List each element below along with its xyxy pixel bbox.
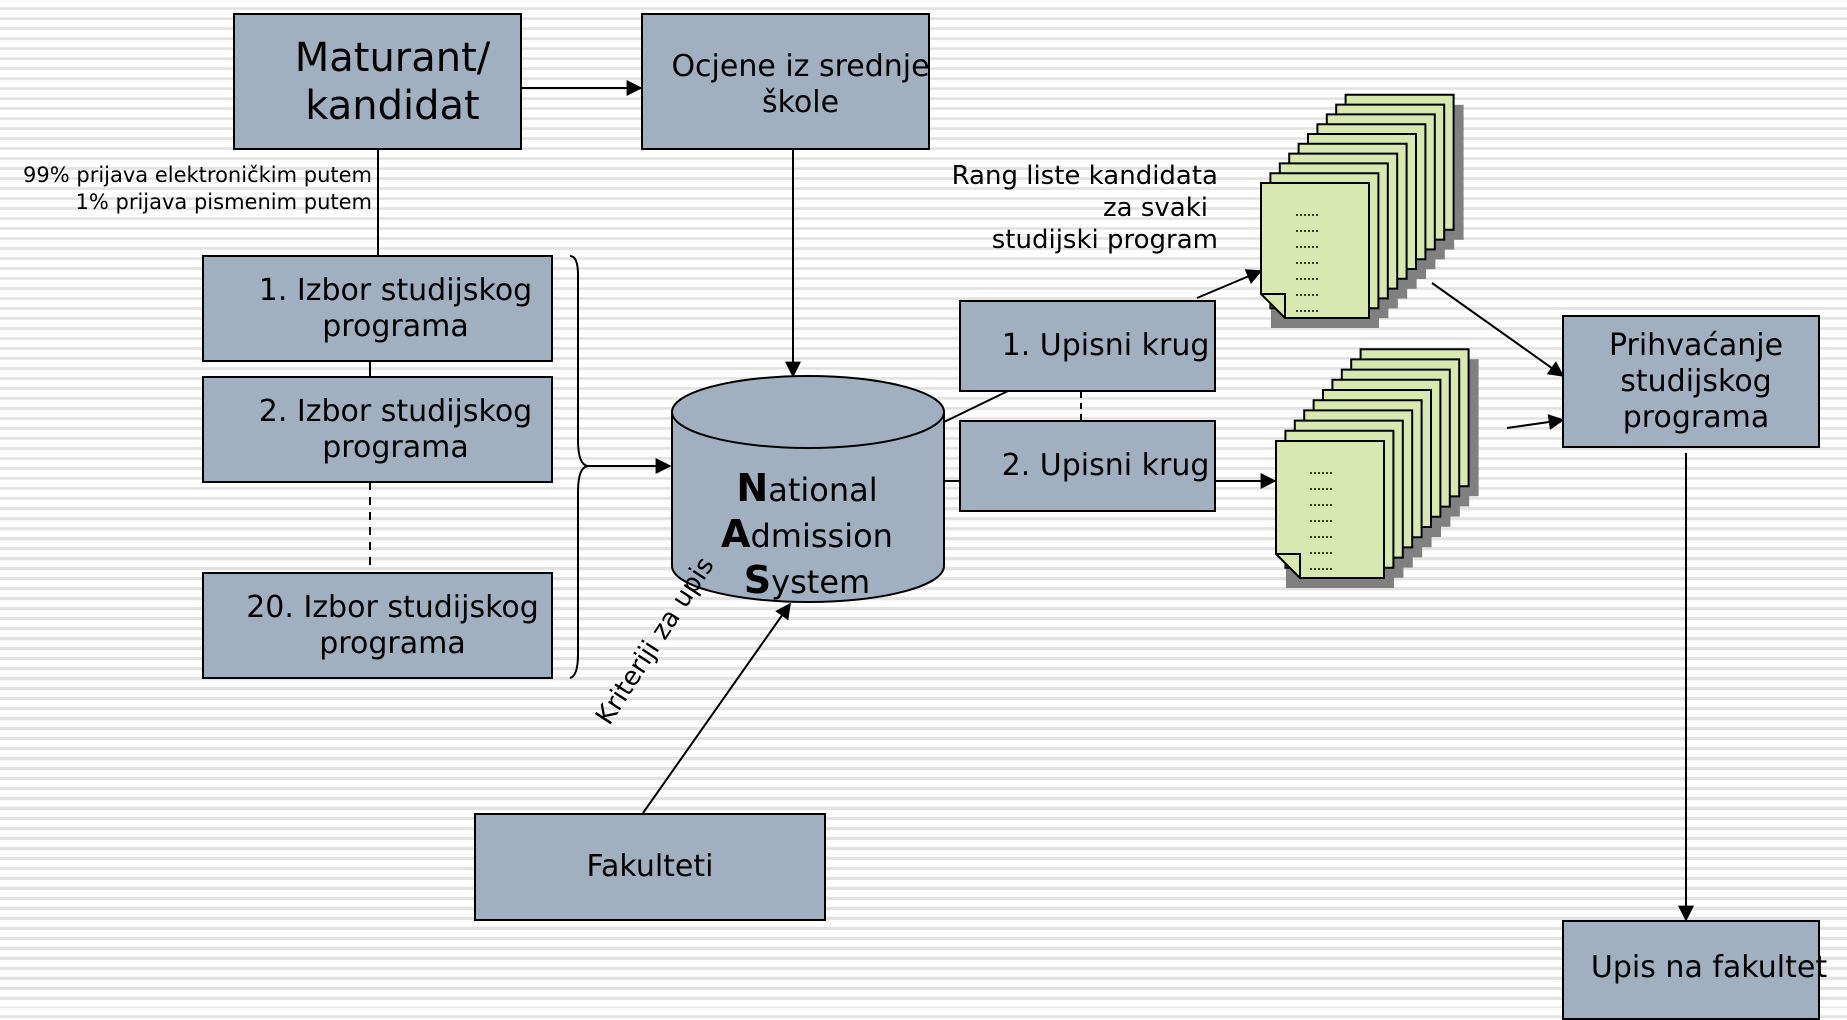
ranking-documents-stack-round-2 <box>1275 348 1479 588</box>
arrow-docs-to-prihvacanje-1 <box>1431 282 1565 377</box>
prihvacanje-box: Prihvaćanje studijskog programa <box>1562 315 1820 448</box>
brace <box>569 255 589 679</box>
document-front-page <box>1275 440 1385 579</box>
connectors <box>369 80 1694 922</box>
rang-liste-line3: studijski program <box>991 225 1218 255</box>
izbor-20-line1: 20. Izbor studijskog <box>246 589 539 625</box>
ranking-documents-stack-round-1 <box>1260 93 1464 328</box>
upisni-krug-1-box: 1. Upisni krug <box>959 300 1216 392</box>
ocjene-box: Ocjene iz srednje škole <box>641 13 930 150</box>
document-front-page <box>1260 182 1370 319</box>
izbor-20-line2: programa <box>319 625 466 661</box>
upis-na-fakultet-box: Upis na fakultet <box>1562 920 1827 1020</box>
prijava-elektronicki: 99% prijava elektroničkim putem <box>23 163 372 187</box>
maturant-line1: Maturant/ <box>294 34 491 81</box>
ocjene-line1: Ocjene iz srednje <box>671 49 930 84</box>
izbor-2-box: 2. Izbor studijskog programa <box>202 376 553 483</box>
izbor-2-line2: programa <box>322 429 469 465</box>
nas-initial-n: N <box>736 466 769 510</box>
rang-liste-line1: Rang liste kandidata <box>951 161 1218 191</box>
nas-rest-3: ystem <box>771 563 871 601</box>
izbor-2-line1: 2. Izbor studijskog <box>258 393 533 429</box>
rang-liste-label: Rang liste kandidata za svaki studijski … <box>900 160 1218 256</box>
prijava-percentages: 99% prijava elektroničkim putem 1% prija… <box>4 162 372 216</box>
maturant-line2: kandidat <box>305 82 480 129</box>
prijava-pismeni: 1% prijava pismenim putem <box>75 190 372 214</box>
nas-rest-1: ational <box>768 471 878 509</box>
rang-liste-line2: za svaki <box>1103 193 1208 223</box>
upisni-krug-2-label: 2. Upisni krug <box>1001 448 1210 483</box>
fakulteti-box: Fakulteti <box>474 813 826 921</box>
arrow-upisni1-to-docs <box>1196 269 1263 299</box>
nas-initial-s: S <box>743 558 772 602</box>
document-fold <box>1276 553 1301 578</box>
maturant-kandidat-box: Maturant/ kandidat <box>233 13 522 150</box>
arrow-docs-to-prihvacanje-2 <box>1506 414 1565 430</box>
izbor-1-box: 1. Izbor studijskog programa <box>202 255 553 362</box>
izbor-1-line1: 1. Izbor studijskog <box>258 272 533 308</box>
upisni-krug-2-box: 2. Upisni krug <box>959 420 1216 512</box>
upis-na-fakultet-label: Upis na fakultet <box>1590 950 1828 985</box>
fakulteti-label: Fakulteti <box>586 849 714 884</box>
line-nas-to-upisni1 <box>943 390 1009 423</box>
izbor-1-line2: programa <box>322 308 469 344</box>
arrow-fakulteti-to-nas <box>642 602 791 814</box>
nas-rest-2: dmission <box>750 517 893 555</box>
upisni-krug-1-label: 1. Upisni krug <box>1001 328 1210 363</box>
prihvacanje-line2: studijskog <box>1620 363 1772 399</box>
prihvacanje-line3: programa <box>1622 399 1770 435</box>
prihvacanje-line1: Prihvaćanje <box>1608 327 1784 363</box>
nas-database-cylinder <box>671 375 945 603</box>
izbor-20-box: 20. Izbor studijskog programa <box>202 572 553 679</box>
ocjene-line2: škole <box>761 85 840 120</box>
nas-label: National Admission System <box>672 466 942 604</box>
document-fold <box>1261 293 1286 318</box>
nas-initial-a: A <box>721 512 751 556</box>
